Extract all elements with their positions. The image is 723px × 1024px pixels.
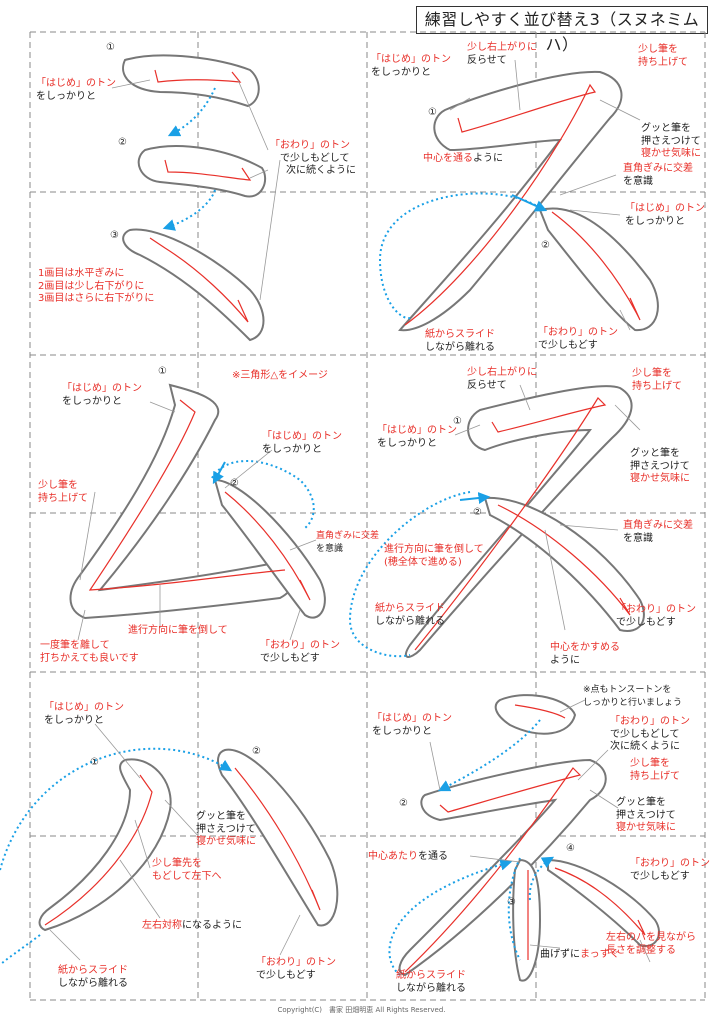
panel-nu-rise-label: 少し右上がりに 反らせて [467,367,537,391]
panel-mu-end-label: 「おわり」のトン で少しもどす [260,640,340,664]
panel-nu-slide-label: 紙からスライド しながら離れる [375,603,445,627]
panel-mu-start-label: 「はじめ」のトン をしっかりと [62,383,142,407]
panel-mu-start2-label: 「はじめ」のトン をしっかりと [262,431,342,455]
stroke-number-2: ② [252,746,261,757]
panel-nu-lift-label: 少し筆を 持ち上げて [632,368,682,392]
panel-nu-start-label: 「はじめ」のトン をしっかりと [377,425,457,449]
panel-su-start2-label: 「はじめ」のトン をしっかりと [625,203,705,227]
char-mu [69,383,326,641]
panel-mu-angle-label: 直角ぎみに交差 を意識 [316,531,380,554]
panel-ne-dot-note: ※点もトンスートンを しっかりと行いましょう [583,685,683,708]
panel-su-end-label: 「おわり」のトン で少しもどす [538,327,618,351]
panel-mu-tilt-label: 進行方向に筆を倒して [128,625,228,636]
panel-ha-slide-label: 紙からスライド しながら離れる [58,965,128,989]
panel-ne-start-label: 「はじめ」のトン をしっかりと [372,713,452,737]
char-ha [0,723,339,966]
stroke-number-2: ② [399,798,408,809]
copyright: Copyright(C) 書家 田畑明恵 All Rights Reserved… [277,1006,446,1014]
stroke-number-4: ④ [566,843,575,854]
panel-ha-lift-left-label: 少し筆先を もどして左下へ [152,858,222,882]
panel-ha-end-label: 「おわり」のトン で少しもどす [256,957,336,981]
panel-mi-start-label: 「はじめ」のトン をしっかりと [36,78,116,102]
panel-mu-lift-label: 少し筆を 持ち上げて [38,480,88,504]
panel-ne-straight-label: 曲げずにまっすぐ [540,949,620,960]
panel-nu-angle-label: 直角ぎみに交差 を意識 [623,520,693,544]
stroke-number-2: ② [473,507,482,518]
panel-ne-center-label: 中心あたりを通る [368,851,448,862]
panel-ne-end-label: 「おわり」のトン で少しもどして 次に続くように [610,716,690,752]
panel-su-start-label: 「はじめ」のトン をしっかりと [371,54,451,78]
page-title: 練習しやすく並び替え3（スヌネミムハ） [416,6,708,54]
stroke-number-1: ① [158,366,167,377]
stroke-number-1: ① [453,416,462,427]
panel-su-rise-label: 少し右上がりに 反らせて [467,42,537,66]
panel-ne-press-label: グッと筆を 押さえつけて 寝かせ気味に [616,797,676,833]
stroke-number-2: ② [541,240,550,251]
panel-ne-end2-label: 「おわり」のトン で少しもどす [630,858,710,882]
panel-su-press-label: グッと筆を 押さえつけて 寝かせ気味に [641,123,701,159]
stroke-number-1: ① [428,107,437,118]
panel-nu-tilt-label: 進行方向に筆を倒して (穂全体で進める) [384,544,484,568]
char-mi [111,54,281,342]
panel-ne-slide-label: 紙からスライド しながら離れる [396,970,466,994]
char-ne [388,694,660,982]
panel-mi-end-label: 「おわり」のトン で少しもどして 次に続くように [270,140,356,176]
panel-su-slide-label: 紙からスライド しながら離れる [425,329,495,353]
panel-mi-notes: 1画目は水平ぎみに 2画目は少し右下がりに 3画目はさらに右下がりに [38,268,155,304]
panel-su-angle-label: 直角ぎみに交差 を意識 [623,163,693,187]
panel-ne-lift-label: 少し筆を 持ち上げて [630,758,680,782]
panel-nu-press-label: グッと筆を 押さえつけて 寝かせ気味に [630,448,690,484]
char-su [378,59,659,332]
stroke-number-2: ② [230,478,239,489]
panel-ha-start-label: 「はじめ」のトン をしっかりと [44,702,124,726]
panel-nu-end-label: 「おわり」のトン で少しもどす [616,604,696,628]
panel-ha-symmetric-label: 左右対称になるように [142,920,242,931]
stroke-number-3: ③ [507,897,516,908]
stroke-number-1: ① [90,757,99,768]
panel-ha-press-label: グッと筆を 押さえつけて 寝かせ気味に [196,811,256,847]
panel-nu-graze-label: 中心をかすめる ように [550,642,620,666]
panel-ne-balance-label: 左右のハを見ながら 長さを調整する [606,932,696,956]
stroke-number-1: ① [106,42,115,53]
stroke-number-3: ③ [110,230,119,241]
panel-mu-triangle-note: ※三角形△をイメージ [232,370,328,381]
panel-su-lift-label: 少し筆を 持ち上げて [638,44,688,68]
panel-mu-release-label: 一度筆を離して 打ちかえても良いです [40,640,139,664]
char-nu [348,384,645,658]
stroke-number-2: ② [118,137,127,148]
panel-su-center-label: 中心を通るように [423,153,503,164]
